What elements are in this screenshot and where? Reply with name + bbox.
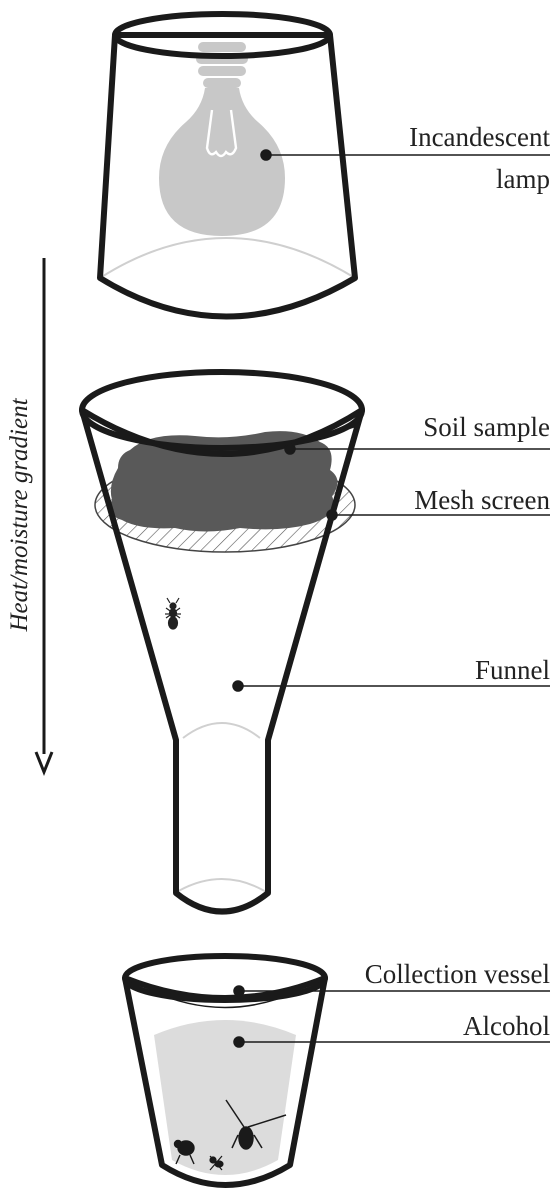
funnel-leader [232, 680, 550, 692]
leader-lines [232, 149, 550, 1048]
label-alcohol: Alcohol [463, 1011, 550, 1041]
label-collection-vessel: Collection vessel [364, 959, 550, 989]
incandescent-bulb-icon [159, 42, 285, 236]
funnel [79, 369, 365, 915]
beetle-icon [225, 1099, 287, 1150]
label-mesh-screen: Mesh screen [414, 485, 550, 515]
small-ant-icon [209, 1155, 224, 1171]
label-incandescent: Incandescent [409, 122, 550, 152]
gradient-label-text: Heat/moisture gradient [6, 398, 33, 632]
springtail-icon [173, 1139, 195, 1165]
alcohol [154, 1020, 296, 1175]
collection-vessel [122, 953, 328, 1188]
soil-leader [284, 443, 550, 455]
alcohol-leader [233, 1036, 550, 1048]
soil-sample [109, 431, 338, 532]
label-lamp: lamp [496, 164, 550, 194]
lamp-hood [97, 11, 358, 320]
ant-icon [165, 597, 181, 630]
gradient-arrow [34, 258, 54, 777]
lamp-leader [260, 149, 550, 161]
label-soil-sample: Soil sample [423, 412, 550, 442]
vessel-leader [233, 985, 550, 997]
mesh-leader [326, 509, 550, 521]
label-funnel: Funnel [474, 655, 550, 685]
